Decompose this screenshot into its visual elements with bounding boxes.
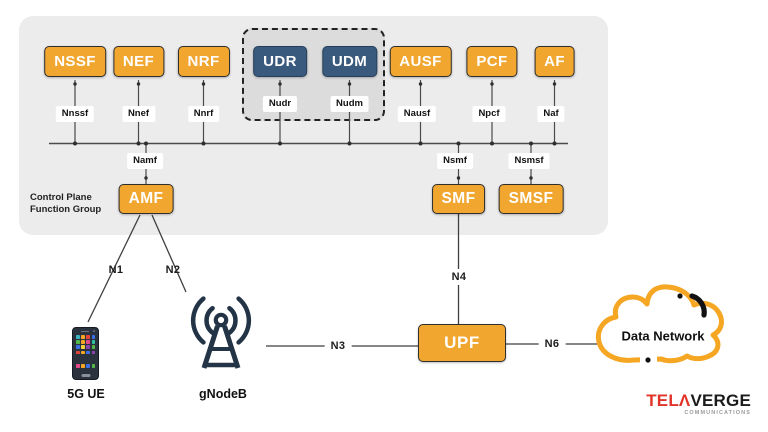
smartphone-icon (72, 327, 99, 380)
gnodeb-label: gNodeB (199, 387, 247, 401)
gnodeb-antenna-icon (190, 296, 252, 369)
cloud-top-dot (677, 293, 683, 299)
group-label-line2: Function Group (30, 203, 102, 215)
interface-label-naf: Naf (537, 106, 565, 122)
nf-box-amf: AMF (118, 184, 174, 214)
cloud-icon (595, 284, 724, 364)
nf-box-smsf: SMSF (498, 184, 564, 214)
phone-home-button (81, 374, 90, 377)
nf-box-smf: SMF (431, 184, 486, 214)
interface-label-nnrf: Nnrf (187, 106, 220, 122)
edge-label-n1: N1 (108, 264, 124, 276)
control-plane-group-label: Control Plane Function Group (30, 192, 101, 215)
nf-box-upf: UPF (418, 324, 506, 362)
phone-speaker (81, 330, 89, 332)
interface-label-nausf: Nausf (397, 106, 437, 122)
phone-dock-row (76, 364, 96, 368)
nf-box-af: AF (534, 46, 575, 77)
nf-box-ausf: AUSF (389, 46, 452, 77)
logo-wordmark-dark: VERGE (690, 391, 751, 410)
edge-label-n6: N6 (538, 336, 566, 352)
logo-wordmark-red: TELΛ (646, 391, 691, 410)
cloud-swoosh (689, 293, 707, 318)
cloud-outline (595, 284, 724, 364)
ue-label: 5G UE (67, 387, 105, 401)
interface-label-nsmf: Nsmf (437, 153, 473, 169)
edge-label-n2: N2 (165, 264, 181, 276)
interface-label-nudm: Nudm (330, 96, 369, 112)
telaverge-logo: TELΛVERGE COMMUNICATIONS (646, 392, 751, 417)
data-network-label: Data Network (621, 328, 705, 344)
nf-box-udm: UDM (321, 46, 378, 77)
phone-app-grid (76, 335, 96, 355)
nf-box-nrf: NRF (177, 46, 230, 77)
nf-box-nssf: NSSF (44, 46, 106, 77)
edge-label-n3: N3 (324, 338, 352, 354)
nf-box-udr: UDR (253, 46, 307, 77)
logo-subtitle: COMMUNICATIONS (684, 410, 751, 416)
nf-box-nef: NEF (112, 46, 165, 77)
interface-label-npcf: Npcf (472, 106, 506, 122)
logo-wordmark: TELΛVERGE (646, 392, 751, 409)
phone-camera-dot (93, 330, 95, 332)
interface-label-nnssf: Nnssf (55, 106, 95, 122)
cloud-outline-gap (640, 355, 657, 364)
interface-label-namf: Namf (127, 153, 163, 169)
edge-label-n4: N4 (445, 269, 473, 285)
group-label-line1: Control Plane (30, 192, 92, 203)
nf-box-pcf: PCF (466, 46, 518, 77)
interface-label-nudr: Nudr (262, 96, 298, 112)
interface-label-nsmsf: Nsmsf (508, 153, 550, 169)
cloud-bottom-dot (645, 357, 651, 363)
interface-label-nnef: Nnef (121, 106, 156, 122)
